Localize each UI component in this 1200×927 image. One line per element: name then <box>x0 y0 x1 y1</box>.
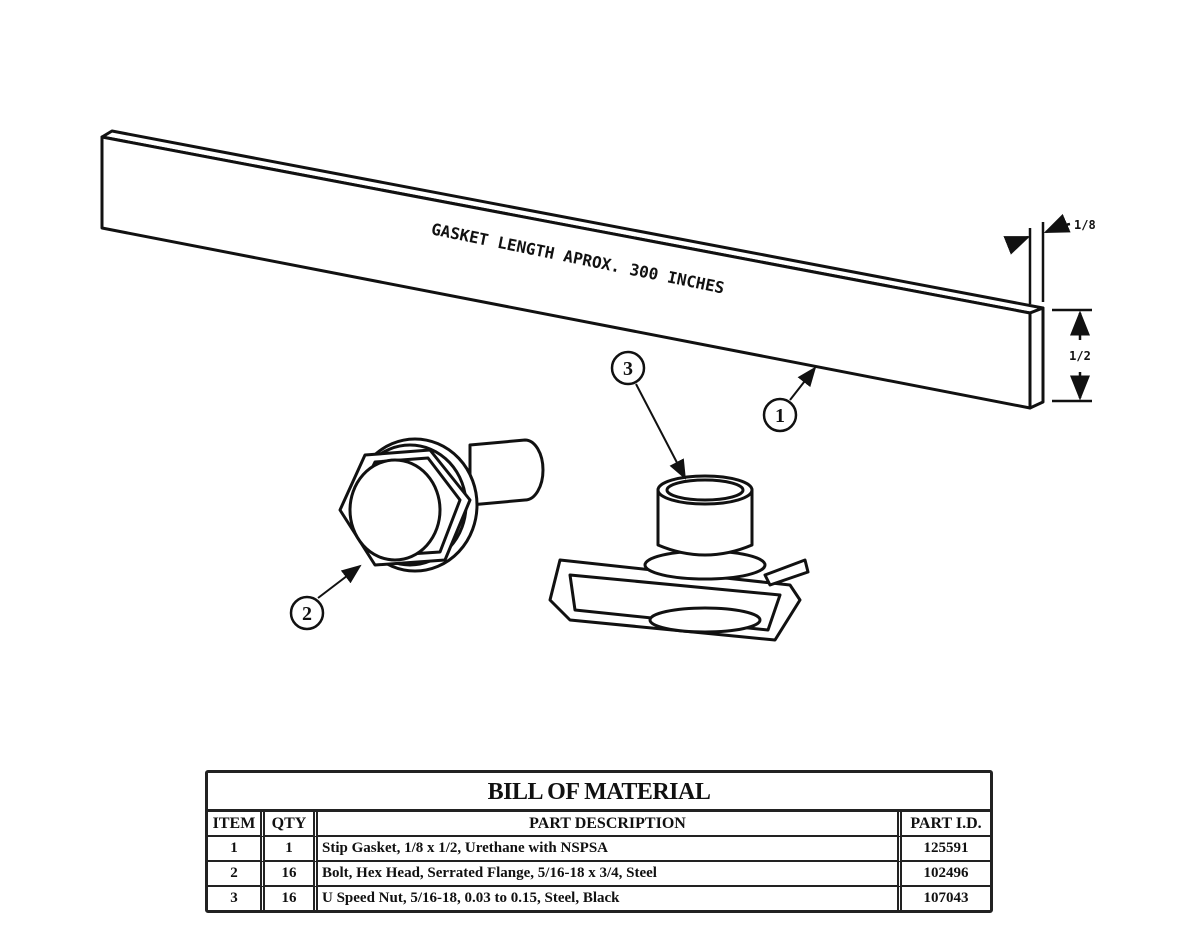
balloon-2-label: 2 <box>302 603 312 625</box>
thickness-dimension: 1/8 <box>1074 218 1096 232</box>
table-row: 3 16 U Speed Nut, 5/16-18, 0.03 to 0.15,… <box>208 887 990 910</box>
header-item: ITEM <box>208 812 265 837</box>
balloon-1 <box>762 397 798 433</box>
balloon-2 <box>289 595 325 631</box>
dimension-lines <box>1003 213 1092 403</box>
bom-header-row: ITEM QTY PART DESCRIPTION PART I.D. <box>208 812 990 837</box>
item-cell: 3 <box>208 887 265 910</box>
table-row: 1 1 Stip Gasket, 1/8 x 1/2, Urethane wit… <box>208 837 990 862</box>
u-speed-nut <box>548 474 810 642</box>
part-id-cell: 107043 <box>923 890 969 906</box>
qty-cell: 16 <box>265 862 318 887</box>
table-row: 2 16 Bolt, Hex Head, Serrated Flange, 5/… <box>208 862 990 887</box>
balloon-1-label: 1 <box>775 405 785 427</box>
part-id-cell: 125591 <box>902 837 990 862</box>
bom-title: BILL OF MATERIAL <box>208 773 990 812</box>
balloon-3 <box>610 350 646 386</box>
balloon-3-label: 3 <box>623 358 633 380</box>
description-cell: Stip Gasket, 1/8 x 1/2, Urethane with NS… <box>318 837 902 862</box>
qty-cell: 1 <box>265 837 318 862</box>
leader-lines <box>317 366 817 599</box>
description-cell: Bolt, Hex Head, Serrated Flange, 5/16-18… <box>318 862 902 887</box>
part-id-cell: 102496 <box>902 862 990 887</box>
description-cell: U Speed Nut, 5/16-18, 0.03 to 0.15, Stee… <box>318 887 902 910</box>
header-part-id: PART I.D. <box>902 812 990 837</box>
qty-cell: 16 <box>265 887 318 910</box>
header-description: PART DESCRIPTION <box>318 812 902 837</box>
height-dimension: 1/2 <box>1069 349 1091 363</box>
item-cell: 2 <box>208 862 265 887</box>
header-qty: QTY <box>265 812 318 837</box>
item-cell: 1 <box>208 837 265 862</box>
gasket-strip <box>100 129 1045 410</box>
hex-bolt <box>338 437 545 573</box>
bill-of-material-table: BILL OF MATERIAL ITEM QTY PART DESCRIPTI… <box>205 770 993 913</box>
